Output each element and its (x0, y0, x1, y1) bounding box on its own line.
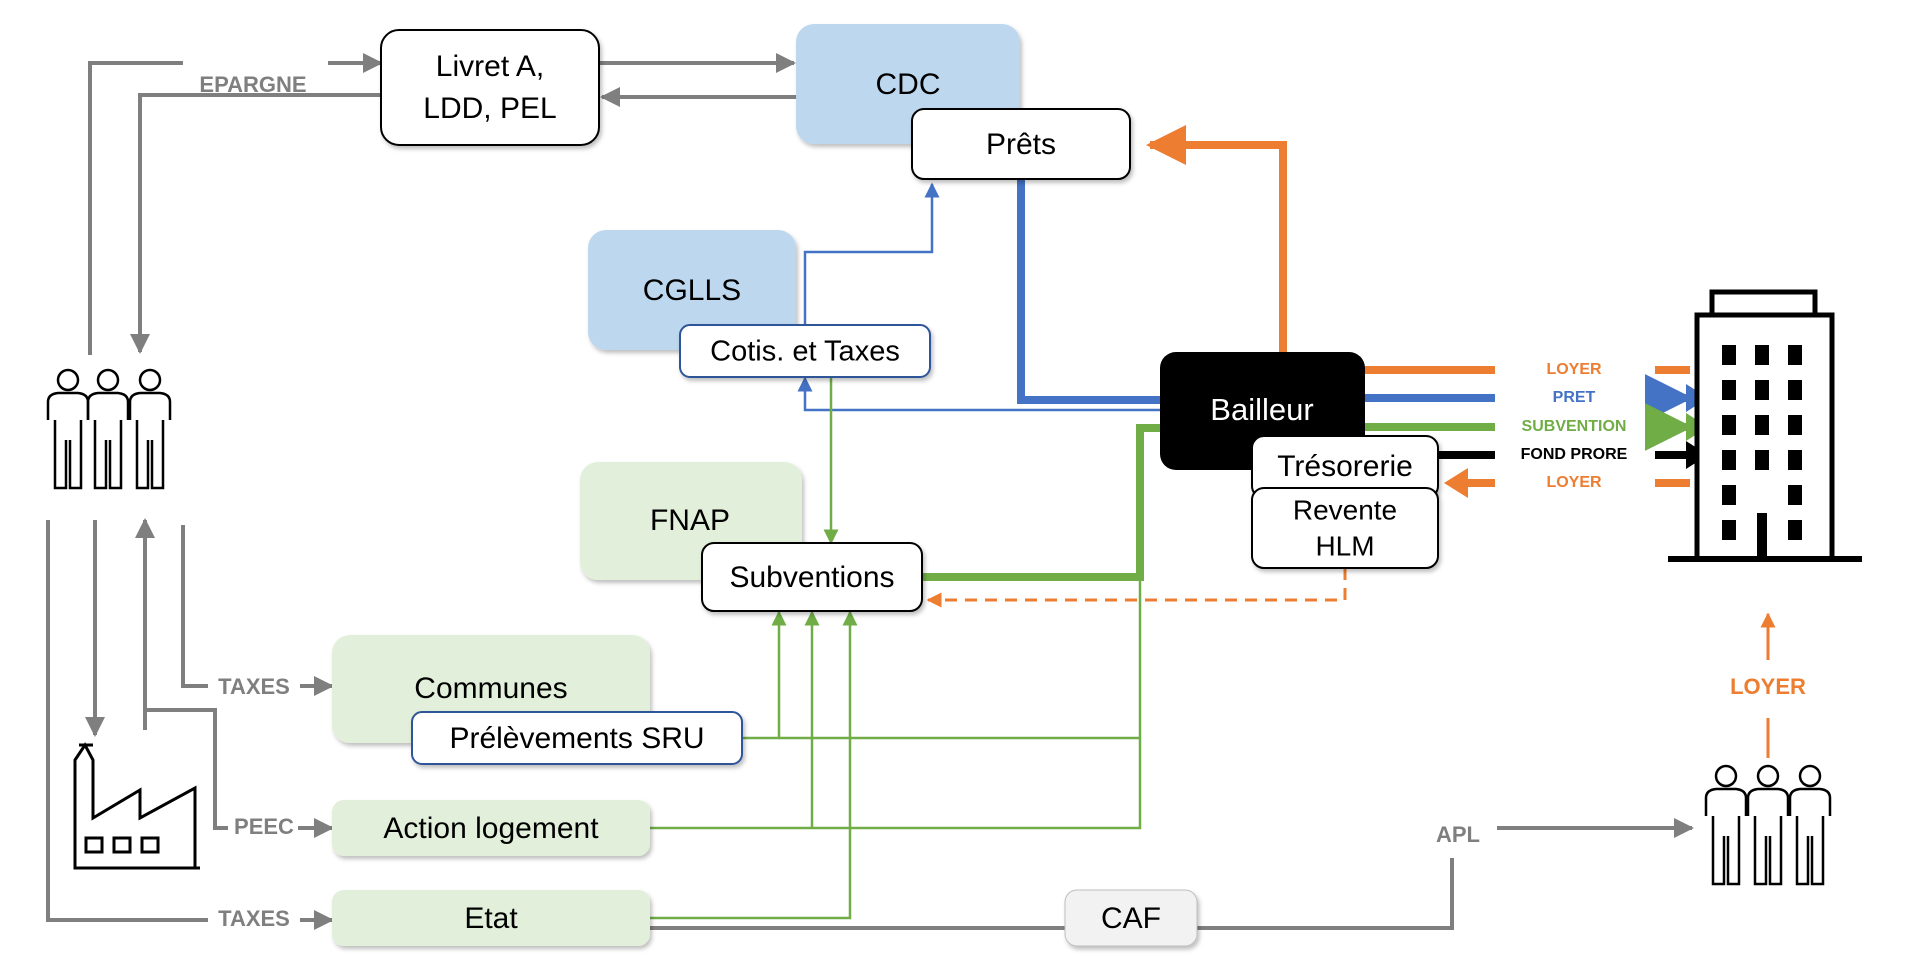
revente-box[interactable] (1251, 487, 1439, 569)
people-icon (46, 368, 172, 490)
building-icon (1668, 289, 1862, 562)
pret-label: PRET (1553, 389, 1596, 406)
taxes-communes-label: TAXES (218, 674, 290, 699)
cglls-box[interactable] (588, 230, 796, 350)
etat-label: Etat (464, 902, 518, 935)
subventions-label: Subventions (729, 561, 894, 594)
bailleur-to-prets-line (1146, 125, 1287, 352)
action-logement-line (650, 580, 1142, 830)
fond-prore-label: FOND PRORE (1521, 446, 1628, 463)
revente-label-line2: HLM (1315, 530, 1374, 561)
cdc-label: CDC (876, 68, 941, 101)
factory-icon (73, 742, 200, 870)
peec-line (145, 708, 228, 830)
action-logement-label: Action logement (383, 812, 599, 845)
revente-label-line1: Revente (1293, 494, 1397, 525)
apl-label: APL (1436, 822, 1480, 847)
caf-box[interactable] (1064, 889, 1198, 947)
communes-label: Communes (414, 672, 567, 705)
fnap-label: FNAP (650, 504, 730, 537)
subventions-box[interactable] (701, 542, 923, 612)
tenants-icon (1704, 764, 1832, 886)
epargne-label: EPARGNE (199, 72, 306, 97)
cotis-box[interactable] (679, 324, 931, 378)
subventions-to-bailleur-line (922, 424, 1165, 581)
taxes-communes-line (181, 525, 208, 688)
prets-to-bailleur-line (1017, 180, 1160, 404)
caf-label: CAF (1101, 902, 1161, 935)
etat-box[interactable] (332, 890, 650, 946)
tresorerie-label: Trésorerie (1277, 450, 1413, 483)
loyer-out-label: LOYER (1546, 361, 1602, 378)
taxes-etat-label: TAXES (218, 906, 290, 931)
loyer-in-arrowhead (1444, 468, 1468, 498)
bailleur-to-cotis-line (797, 376, 1160, 412)
cotis-to-prets-line (803, 182, 940, 325)
cotis-label: Cotis. et Taxes (710, 336, 900, 368)
sru-to-subventions-line (742, 610, 787, 740)
revente-to-subventions-line (926, 568, 1347, 608)
prelevements-box[interactable] (411, 711, 743, 765)
caf-to-apl-line (1196, 858, 1454, 930)
bailleur-label: Bailleur (1210, 392, 1313, 427)
epargne-return-line (130, 93, 381, 354)
livret-label-line1: Livret A, (436, 50, 544, 83)
prets-label: Prêts (986, 128, 1056, 161)
cglls-label: CGLLS (643, 274, 741, 307)
taxes-etat-line (46, 520, 208, 922)
prets-box[interactable] (911, 108, 1131, 180)
connectors (46, 53, 1776, 930)
epargne-out-line (88, 61, 183, 355)
action-logement-box[interactable] (332, 800, 650, 856)
etat-to-subventions-line (650, 610, 858, 920)
peec-label: PEEC (234, 814, 294, 839)
loyer-tenants-label: LOYER (1730, 674, 1806, 699)
livret-label-line2: LDD, PEL (423, 92, 556, 125)
livret-box[interactable] (380, 29, 600, 146)
subvention-label: SUBVENTION (1522, 418, 1627, 435)
prelevements-label: Prélèvements SRU (449, 722, 704, 755)
loyer-in-label: LOYER (1546, 474, 1602, 491)
